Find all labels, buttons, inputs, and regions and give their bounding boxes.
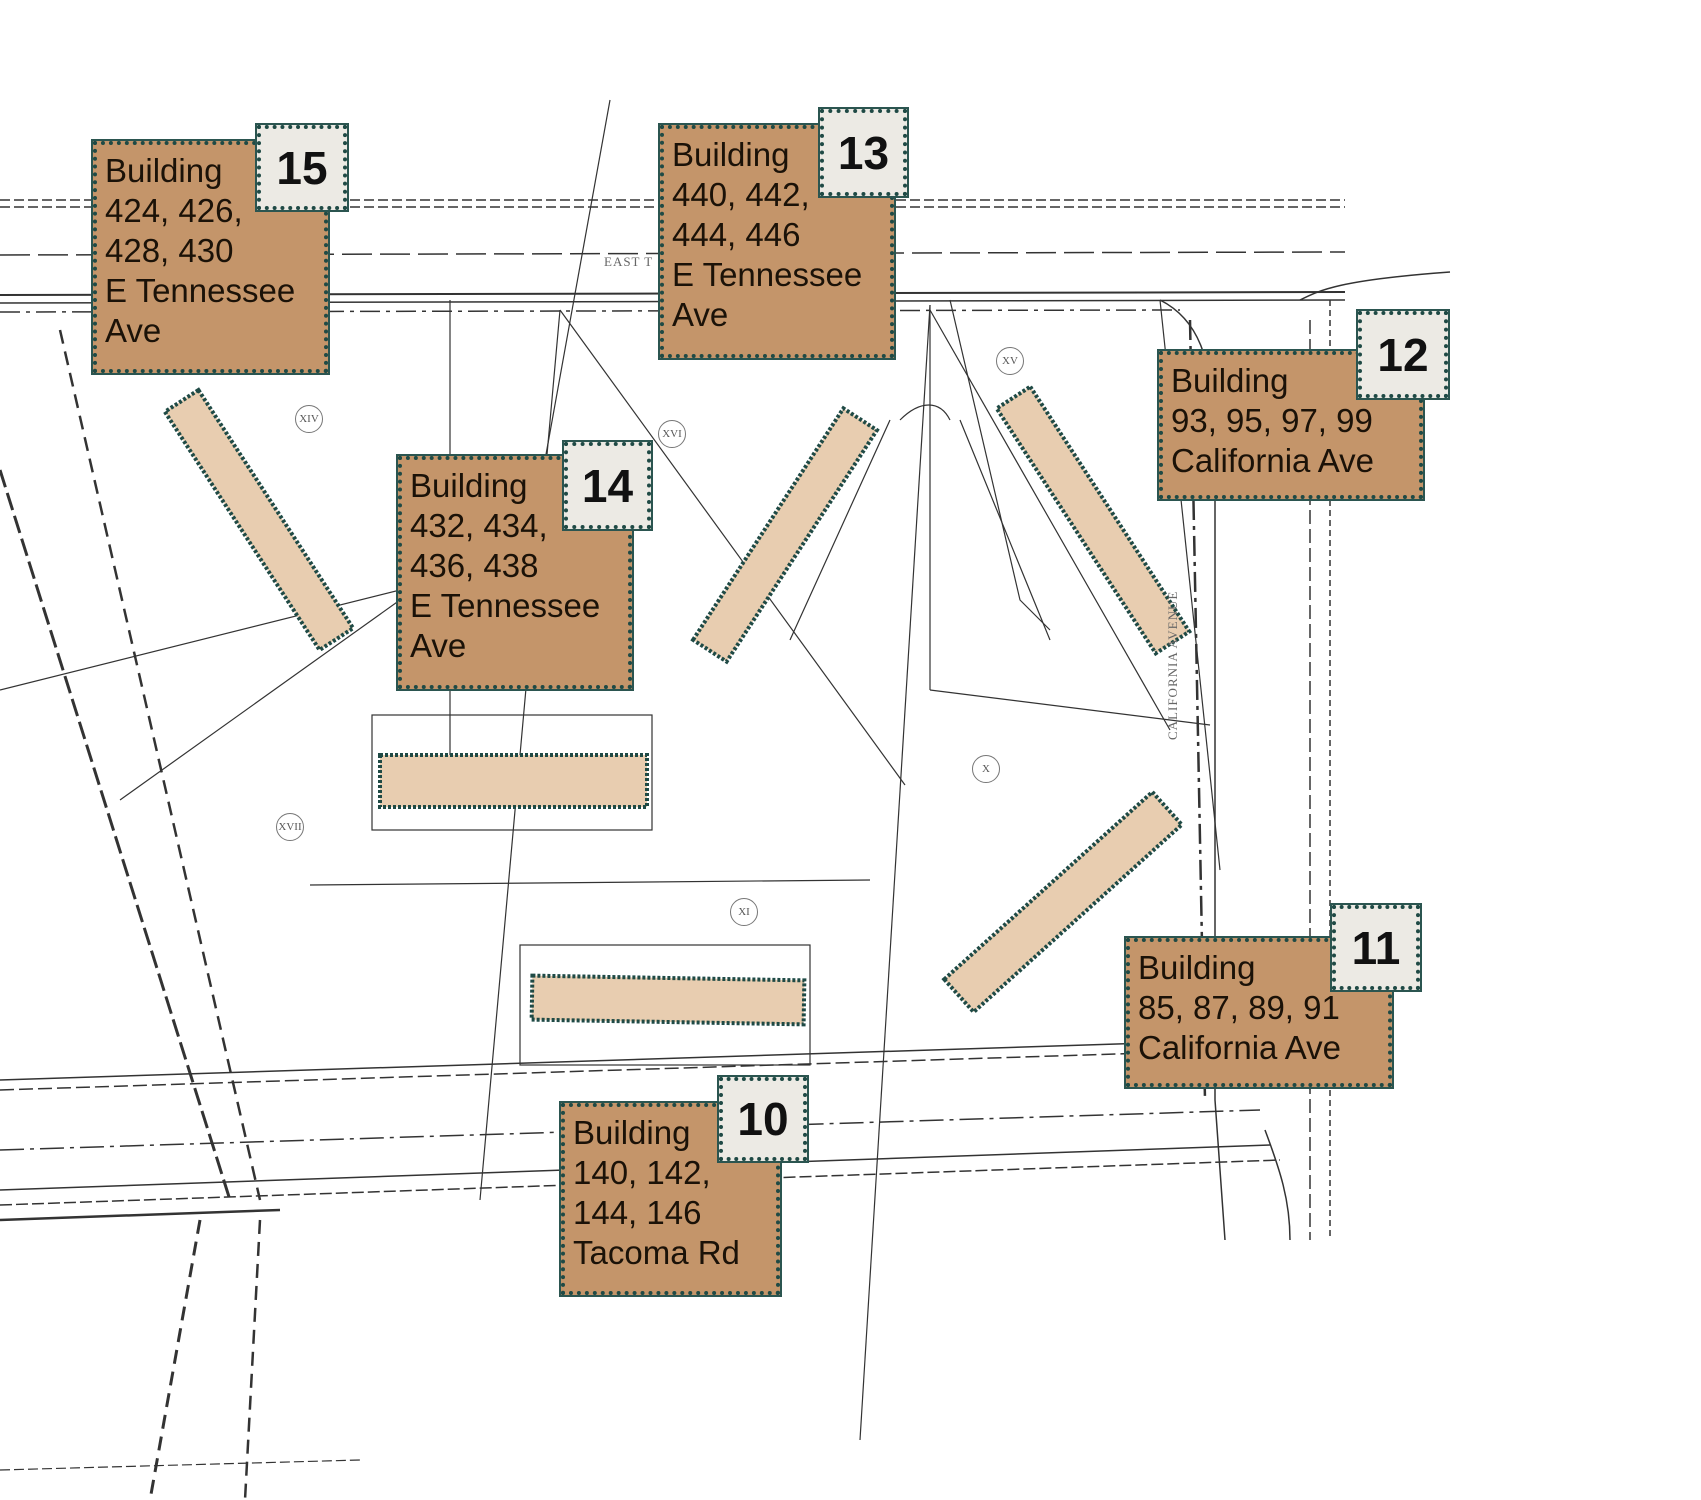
callout-line: 93, 95, 97, 99: [1171, 402, 1373, 439]
building-number-badge-14: 14: [562, 440, 653, 531]
phase-marker: X: [972, 755, 1000, 783]
street-label-east-tennessee: EAST T: [604, 254, 654, 269]
callout-line: E Tennessee: [672, 256, 863, 293]
callout-line: 144, 146: [573, 1194, 702, 1231]
phase-marker: XV: [996, 347, 1024, 375]
callout-line: Building: [573, 1114, 691, 1151]
building-callout-15[interactable]: Building 424, 426, 428, 430 E Tennessee …: [91, 139, 330, 375]
callout-line: Ave: [410, 627, 467, 664]
callout-line: 440, 442,: [672, 176, 810, 213]
callout-line: Tacoma Rd: [573, 1234, 740, 1271]
footprint-building-14: [378, 753, 649, 809]
callout-line: Building: [410, 467, 528, 504]
building-number-badge-13: 13: [818, 107, 909, 198]
callout-line: Building: [672, 136, 790, 173]
building-number-badge-10: 10: [717, 1075, 809, 1163]
street-label-california-avenue: CALIFORNIA AVENUE: [1165, 590, 1180, 740]
phase-marker: XVI: [658, 420, 686, 448]
callout-line: Ave: [672, 296, 729, 333]
footprint-building-15: [162, 387, 356, 653]
phase-marker: XI: [730, 898, 758, 926]
building-callout-12[interactable]: Building 93, 95, 97, 99 California Ave: [1157, 349, 1425, 501]
callout-line: 432, 434,: [410, 507, 548, 544]
callout-line: Building: [1171, 362, 1289, 399]
callout-line: 428, 430: [105, 232, 234, 269]
phase-marker: XIV: [295, 405, 323, 433]
callout-line: 140, 142,: [573, 1154, 711, 1191]
walk-outlines: [371, 714, 811, 1066]
footprint-building-10: [529, 973, 807, 1027]
callout-line: E Tennessee: [410, 587, 601, 624]
callout-line: 444, 446: [672, 216, 801, 253]
callout-line: Building: [105, 152, 223, 189]
callout-line: California Ave: [1171, 442, 1375, 479]
building-callout-10[interactable]: Building 140, 142, 144, 146 Tacoma Rd: [559, 1101, 782, 1297]
footprint-building-11: [941, 789, 1185, 1015]
callout-line: 436, 438: [410, 547, 539, 584]
callout-line: Building: [1138, 949, 1256, 986]
callout-line: E Tennessee: [105, 272, 296, 309]
building-number-badge-11: 11: [1330, 903, 1422, 992]
callout-line: 85, 87, 89, 91: [1138, 989, 1340, 1026]
building-number-badge-12: 12: [1356, 309, 1450, 400]
building-number-badge-15: 15: [255, 123, 349, 212]
callout-line: 424, 426,: [105, 192, 243, 229]
phase-marker: XVII: [276, 813, 304, 841]
footprint-building-13: [690, 405, 880, 665]
callout-line: California Ave: [1138, 1029, 1342, 1066]
building-footprints: [162, 383, 1193, 1027]
building-callout-14[interactable]: Building 432, 434, 436, 438 E Tennessee …: [396, 454, 634, 691]
callout-line: Ave: [105, 312, 162, 349]
